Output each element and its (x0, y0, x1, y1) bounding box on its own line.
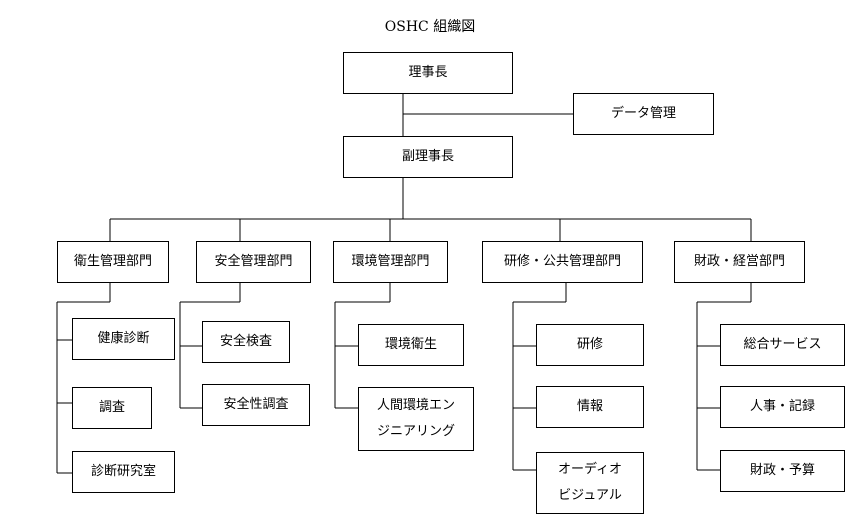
dept-environment: 環境管理部門 (333, 241, 448, 283)
unit-human-environment-engineering-line1: 人間環境エン (376, 398, 455, 413)
unit-personnel-records: 人事・記録 (720, 386, 845, 428)
dept-hygiene: 衛生管理部門 (57, 241, 169, 283)
unit-audio-visual: オーディオ ビジュアル (536, 452, 644, 514)
dept-training-public: 研修・公共管理部門 (482, 241, 643, 283)
unit-human-environment-engineering: 人間環境エン ジニアリング (358, 387, 474, 451)
unit-finance-budget: 財政・予算 (720, 450, 845, 492)
unit-environmental-hygiene: 環境衛生 (358, 324, 464, 366)
data-management-box: データ管理 (573, 93, 714, 135)
unit-general-services: 総合サービス (720, 324, 845, 366)
unit-audio-visual-line2: ビジュアル (558, 488, 622, 503)
unit-training: 研修 (536, 324, 644, 366)
dept-safety: 安全管理部門 (196, 241, 311, 283)
unit-audio-visual-line1: オーディオ (557, 462, 623, 477)
vice-chairman-box: 副理事長 (343, 136, 513, 178)
unit-human-environment-engineering-line2: ジニアリング (376, 424, 455, 439)
unit-information: 情報 (536, 386, 644, 428)
unit-survey: 調査 (72, 387, 152, 429)
dept-finance-management: 財政・経営部門 (674, 241, 805, 283)
chart-title: OSHC 組織図 (384, 19, 476, 35)
unit-safety-research: 安全性調査 (202, 384, 310, 426)
unit-diagnostic-lab: 診断研究室 (72, 451, 175, 493)
unit-safety-inspection: 安全検査 (202, 321, 290, 363)
unit-health-checkup: 健康診断 (72, 318, 175, 360)
chairman-box: 理事長 (343, 52, 513, 94)
